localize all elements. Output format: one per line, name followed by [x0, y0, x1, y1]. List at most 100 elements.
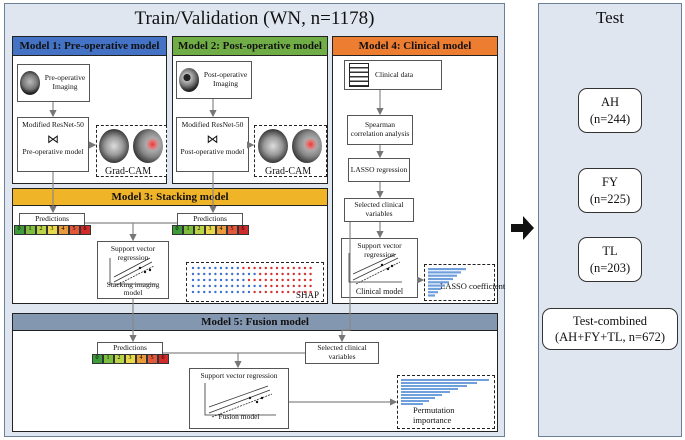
svr-plot-clinical [348, 253, 402, 285]
shap-dot [309, 290, 312, 294]
lasso-bar [428, 291, 438, 294]
test-set-ah: AH (n=244) [578, 88, 642, 133]
prediction-cell: 1 [102, 353, 114, 364]
prediction-cell: 3 [124, 353, 136, 364]
shap-dot [247, 278, 251, 282]
shap-dot [259, 272, 262, 276]
shap-dot [270, 266, 273, 270]
selected-vars-label-4: Selected clinical variables [354, 200, 404, 218]
pre-op-imaging-box: Pre-operative Imaging [17, 64, 90, 102]
lasso-box: LASSO regression [348, 158, 410, 182]
shap-dot [208, 290, 211, 294]
lasso-bar [428, 287, 441, 290]
shap-dot [303, 266, 307, 270]
model2-resnet-box: Modified ResNet-50 ⋈ Post-operative mode… [176, 117, 249, 172]
test-set-fy-n: (n=225) [589, 191, 631, 206]
shap-dot [287, 284, 290, 288]
gradcam-brain-1a [99, 129, 129, 163]
prediction-cell: 2 [35, 224, 47, 235]
shap-dot [298, 284, 301, 288]
prediction-cell: 3 [204, 224, 216, 235]
arrow-sel-fusion [338, 222, 351, 343]
shap-dot [275, 272, 279, 276]
shap-dot [225, 278, 228, 282]
shap-dot [225, 266, 228, 270]
gradcam-brain-2a [258, 129, 288, 163]
shap-dot [281, 266, 284, 270]
shap-dot [287, 290, 290, 294]
shap-dot [264, 284, 267, 288]
shap-dot [247, 284, 251, 288]
shap-dot [225, 290, 228, 294]
perm-bars [401, 379, 489, 405]
prediction-cell: 1 [182, 224, 194, 235]
clinical-data-label: Clinical data [375, 69, 414, 79]
model4-header: Model 4: Clinical model [332, 36, 498, 56]
shap-dot [275, 266, 279, 270]
shap-plot [191, 266, 312, 294]
lasso-bar [428, 268, 466, 271]
shap-dot [197, 290, 200, 294]
test-panel [538, 3, 682, 437]
shap-dot [208, 284, 211, 288]
shap-dot [236, 272, 239, 276]
shap-dot [281, 290, 284, 294]
shap-dot [253, 278, 256, 282]
shap-dot [287, 278, 290, 282]
shap-dot [264, 266, 267, 270]
lasso-coef-label: LASSO coefficient [440, 281, 506, 291]
shap-dot [231, 278, 234, 282]
perm-bar [401, 397, 435, 399]
shap-dot [298, 266, 301, 270]
shap-dot [236, 284, 239, 288]
test-set-combined-name: Test-combined [572, 313, 648, 328]
model2-model-label: Post-operative model [180, 146, 245, 156]
prediction-cell: 1 [24, 224, 36, 235]
clinical-model-label: Clinical model [355, 287, 404, 297]
shap-dot [191, 278, 195, 282]
shap-dot [270, 278, 273, 282]
test-set-tl-n: (n=203) [589, 260, 631, 275]
shap-dot [270, 290, 273, 294]
prediction-cell: 5 [226, 224, 238, 235]
clinical-data-box: Clinical data [344, 60, 442, 90]
shap-dot [259, 266, 262, 270]
shap-dot [197, 266, 200, 270]
shap-dot [203, 290, 206, 294]
predictions-label-2: Predictions [193, 214, 227, 223]
model1-header: Model 1: Pre-operative model [12, 36, 167, 56]
arrow-pred1-svr [85, 222, 137, 242]
shap-dot [242, 278, 245, 282]
prediction-cell: 6 [79, 224, 91, 235]
test-set-tl: TL (n=203) [578, 237, 642, 282]
fusion-model-label: Fusion model [218, 411, 260, 421]
shap-dot [191, 284, 195, 288]
brain-scan-icon [178, 68, 199, 92]
test-set-fy-name: FY [602, 175, 618, 190]
shap-dot [309, 272, 312, 276]
prediction-cell: 4 [135, 353, 147, 364]
shap-dot [292, 290, 295, 294]
shap-dot [247, 272, 251, 276]
shap-dot [191, 290, 195, 294]
shap-dot [253, 272, 256, 276]
gradcam-label-2: Grad-CAM [265, 166, 312, 177]
shap-dot [219, 272, 223, 276]
prediction-cell: 6 [157, 353, 169, 364]
shap-dot [309, 266, 312, 270]
shap-dot [203, 278, 206, 282]
shap-dot [287, 266, 290, 270]
perm-bar [401, 391, 450, 393]
shap-dot [236, 290, 239, 294]
shap-dot [264, 278, 267, 282]
shap-dot [236, 266, 239, 270]
shap-dot [242, 290, 245, 294]
shap-dot [219, 290, 223, 294]
clinical-svr-box: Support vector regression Clinical model [341, 238, 418, 298]
shap-dot [208, 278, 211, 282]
shap-dot [203, 266, 206, 270]
train-to-test-arrow [511, 216, 534, 240]
